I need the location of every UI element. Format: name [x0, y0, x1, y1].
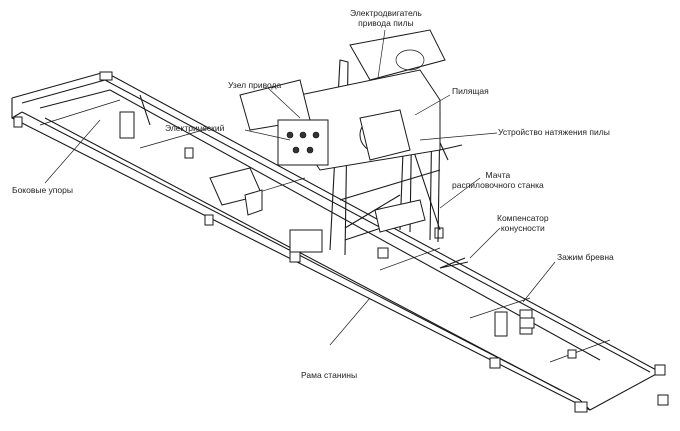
label-log-clamp: Зажим бревна [557, 252, 614, 262]
label-frame: Рама станины [301, 370, 358, 380]
label-side-stops: Боковые упоры [12, 185, 73, 195]
label-electrical: Электрический [165, 123, 225, 133]
label-drive-unit: Узел привода [228, 80, 282, 90]
label-saw: Пилящая [452, 86, 489, 96]
bed-frame [11, 71, 669, 413]
leaders [44, 29, 556, 346]
label-compensator: Компенсатор конусности [497, 213, 549, 233]
carriage [209, 29, 535, 329]
label-tension: Устройство натяжения пилы [498, 127, 610, 137]
label-motor: Электродвигатель привода пилы [350, 8, 422, 28]
label-mast: Мачта распиловочного станка [452, 170, 544, 190]
